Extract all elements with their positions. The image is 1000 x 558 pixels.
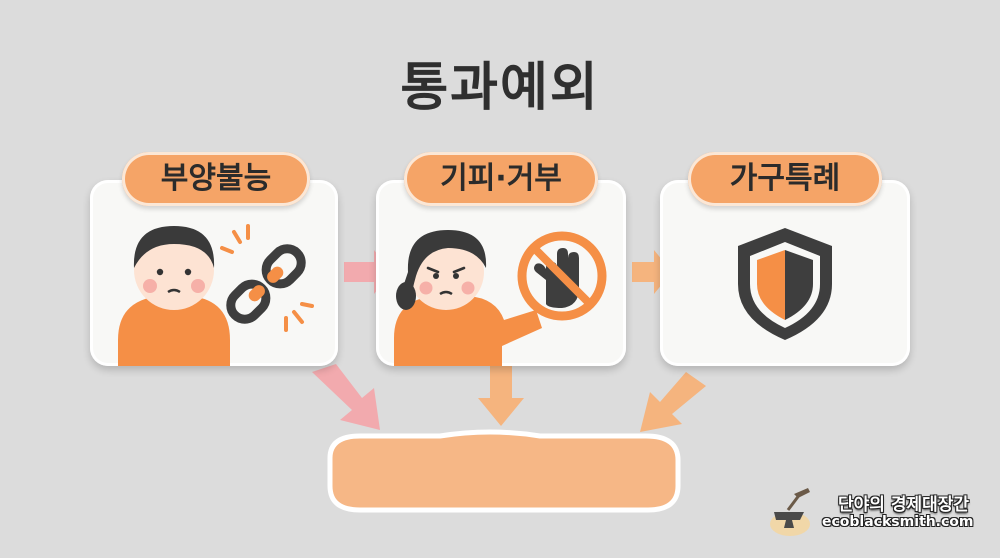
card-label-avoid-refuse: 기피·거부 [404,152,598,206]
broken-chain-icon [220,224,314,332]
result-box [327,429,681,513]
signature-url: ecoblacksmith.com [822,514,974,530]
child-person-icon [118,226,230,366]
girl-person-icon [394,230,552,366]
signature-watermark: 단야의 경제대장간 ecoblacksmith.com [770,480,982,540]
card-label-household-exception: 가구특례 [688,152,882,206]
page-title: 통과예외 [400,58,600,118]
shield-icon [738,228,832,340]
card-avoid-refuse [376,180,626,366]
arrow-2-to-box [478,366,524,426]
card-unable-to-support [90,180,338,366]
card-household-exception [660,180,910,366]
signature-name: 단야의 경제대장간 [838,495,970,515]
arrow-3-to-box [640,372,706,432]
arrow-1-to-box [312,364,380,430]
anvil-hammer-icon [770,488,810,536]
card-label-unable-to-support: 부양불능 [122,152,310,206]
stop-hand-icon [517,231,607,321]
